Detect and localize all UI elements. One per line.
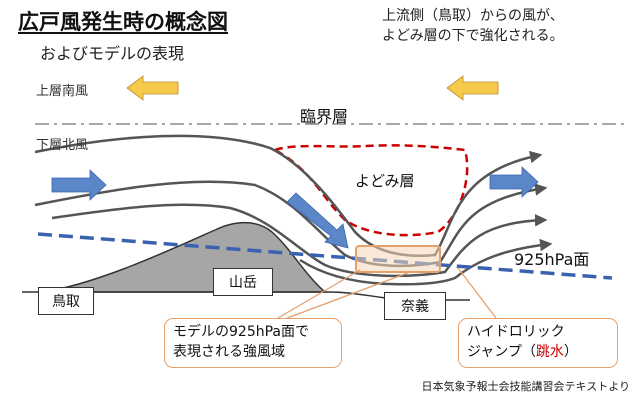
source-credit: 日本気象予報士会技能講習会テキストより bbox=[421, 380, 630, 393]
yellow-arrow-right bbox=[446, 75, 499, 101]
jump-suffix: ） bbox=[563, 344, 578, 360]
jump-callout-line1: ハイドロリック bbox=[467, 324, 565, 340]
leader-model bbox=[277, 269, 361, 319]
mountain-box: 山岳 bbox=[213, 268, 273, 296]
diagram-subtitle: およびモデルの表現 bbox=[40, 44, 185, 63]
pressure-surface-label: 925hPa面 bbox=[514, 250, 590, 269]
tottori-box: 鳥取 bbox=[38, 287, 94, 315]
streamline-1 bbox=[34, 134, 543, 258]
top-note-line1: 上流側（鳥取）からの風が、 bbox=[382, 8, 564, 24]
mountain-shape bbox=[41, 221, 328, 293]
stagnant-layer-label: よどみ層 bbox=[355, 172, 415, 190]
stagnant-layer-outline bbox=[271, 144, 469, 237]
lower-wind-label: 下層北風 bbox=[36, 138, 89, 153]
nagi-label: 奈義 bbox=[401, 299, 429, 315]
streamline-2 bbox=[34, 180, 548, 268]
model-callout-line1: モデルの925hPa面で bbox=[173, 324, 309, 340]
streamline-4 bbox=[299, 238, 553, 286]
jump-prefix: ジャンプ（ bbox=[467, 344, 536, 360]
strong-wind-zone bbox=[355, 245, 441, 273]
jump-red-text: 跳水 bbox=[535, 344, 564, 360]
jump-callout-line2: ジャンプ（跳水） bbox=[467, 342, 609, 362]
top-note-line2: よどみ層の下で強化される。 bbox=[382, 28, 564, 44]
leader-model-2 bbox=[281, 271, 411, 321]
upper-wind-label: 上層南風 bbox=[36, 84, 89, 99]
blue-arrow-downslope bbox=[286, 192, 349, 249]
yellow-arrow-left bbox=[126, 75, 179, 101]
blue-arrow-upstream bbox=[51, 169, 107, 201]
tottori-label: 鳥取 bbox=[52, 294, 80, 310]
blue-arrow-downstream bbox=[489, 166, 539, 198]
streamline-3 bbox=[51, 203, 548, 278]
pressure-surface-line bbox=[37, 232, 613, 280]
critical-layer-label: 臨界層 bbox=[300, 107, 349, 126]
jump-callout: ハイドロリック ジャンプ（跳水） bbox=[458, 318, 618, 368]
diagram-title: 広戸風発生時の概念図 bbox=[18, 10, 228, 34]
model-callout-line2: 表現される強風域 bbox=[173, 344, 285, 360]
nagi-box: 奈義 bbox=[384, 292, 446, 320]
top-note: 上流側（鳥取）からの風が、 よどみ層の下で強化される。 bbox=[382, 6, 564, 46]
leader-jump bbox=[457, 267, 497, 319]
mountain-label: 山岳 bbox=[229, 275, 257, 291]
model-callout: モデルの925hPa面で 表現される強風域 bbox=[164, 318, 342, 368]
